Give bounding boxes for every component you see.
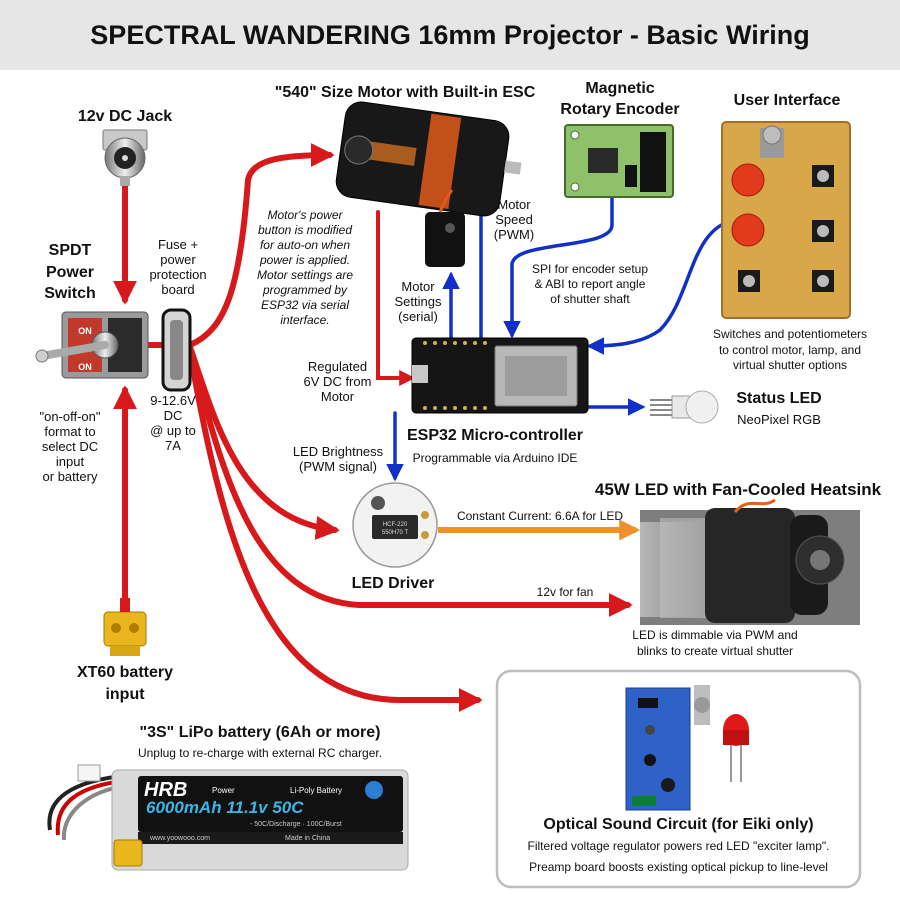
dc-jack-label: 12v DC Jack (77, 108, 173, 125)
battery-type: Li-Poly Battery (290, 786, 342, 795)
sound-title: Optical Sound Circuit (for Eiki only) (543, 816, 814, 833)
esp32-title: ESP32 Micro-controller (406, 427, 584, 444)
xt60-connector-image (103, 598, 147, 656)
battery-power-word: Power (212, 786, 235, 795)
status-led-title: Status LED (736, 390, 822, 407)
fuse-board-image (161, 308, 192, 392)
sound-circuit-box (495, 669, 862, 889)
esp32-image (411, 337, 589, 414)
wire-fuse-to-fan (187, 347, 633, 617)
constant-current-label: Constant Current: 6.6A for LED (456, 509, 624, 523)
ui-note: Switches and potentiometers to control m… (712, 327, 868, 373)
regulated-label: Regulated 6V DC from Motor (303, 359, 372, 404)
title-bar: SPECTRAL WANDERING 16mm Projector - Basi… (0, 0, 900, 70)
motor-settings-label: Motor Settings (serial) (394, 279, 442, 324)
sound-line2: Preamp board boosts existing optical pic… (529, 860, 828, 874)
signal-wires (386, 192, 730, 482)
status-led-image (650, 390, 719, 424)
page-title: SPECTRAL WANDERING 16mm Projector - Basi… (90, 19, 810, 50)
led-title: 45W LED with Fan-Cooled Heatsink (594, 480, 882, 499)
dc-jack-image (102, 129, 148, 186)
svg-text:ON: ON (78, 362, 92, 372)
xt60-label: XT60 battery input (76, 664, 174, 703)
fuse-label: Fuse + power protection board (149, 237, 207, 297)
led-driver-chip-line2: 550H70 T (382, 530, 409, 536)
spi-label: SPI for encoder setup & ABI to report an… (531, 262, 649, 306)
spdt-switch-image: ON ON (35, 311, 149, 379)
motor-image (335, 101, 522, 267)
svg-text:ON: ON (78, 326, 92, 336)
ui-board-image (721, 121, 851, 319)
motor-note: Motor's power button is modified for aut… (256, 208, 354, 327)
power-wires (113, 143, 633, 712)
sound-line1: Filtered voltage regulator powers red LE… (527, 839, 830, 853)
fan-label: 12v for fan (536, 585, 594, 599)
status-led-subtitle: NeoPixel RGB (737, 412, 821, 427)
battery-brand: HRB (144, 779, 187, 801)
ui-title: User Interface (733, 92, 841, 109)
battery-title: "3S" LiPo battery (6Ah or more) (139, 724, 381, 741)
motor-speed-label: Motor Speed (PWM) (493, 197, 535, 242)
wire-fuse-to-motor (187, 143, 335, 348)
led-brightness-label: LED Brightness (PWM signal) (292, 444, 384, 474)
switch-label: SPDT Power Switch (44, 242, 96, 303)
led-driver-chip-line1: HCF-220 (383, 522, 408, 528)
motor-title: "540" Size Motor with Built-in ESC (274, 84, 536, 101)
encoder-image (564, 124, 674, 198)
led-heatsink-image (640, 498, 860, 625)
sound-board-image (625, 685, 749, 811)
wire-motor-to-esp32 (376, 210, 416, 386)
battery-made: Made in China (285, 835, 330, 842)
battery-image: HRB Power Li-Poly Battery 6000mAh 11.1v … (47, 764, 409, 871)
wire-ui-to-esp32 (586, 220, 730, 355)
fuse-rating: 9-12.6V DC @ up to 7A (150, 393, 196, 453)
battery-subtitle: Unplug to re-charge with external RC cha… (137, 746, 383, 760)
battery-rate: - 50C/Discharge · 100C/Burst (250, 821, 342, 828)
led-note: LED is dimmable via PWM and blinks to cr… (632, 628, 798, 658)
encoder-title: Magnetic Rotary Encoder (560, 80, 680, 118)
switch-note: "on-off-on" format to select DC input or… (39, 409, 101, 484)
esp32-subtitle: Programmable via Arduino IDE (412, 451, 578, 465)
battery-web: www.yoowooo.com (149, 835, 210, 842)
led-driver-image: HCF-220 550H70 T (352, 482, 438, 568)
battery-spec: 6000mAh 11.1v 50C (146, 798, 304, 817)
wire-fuse-to-sound (187, 349, 483, 712)
led-driver-title: LED Driver (351, 575, 435, 592)
wire-encoder-spi (503, 194, 614, 339)
